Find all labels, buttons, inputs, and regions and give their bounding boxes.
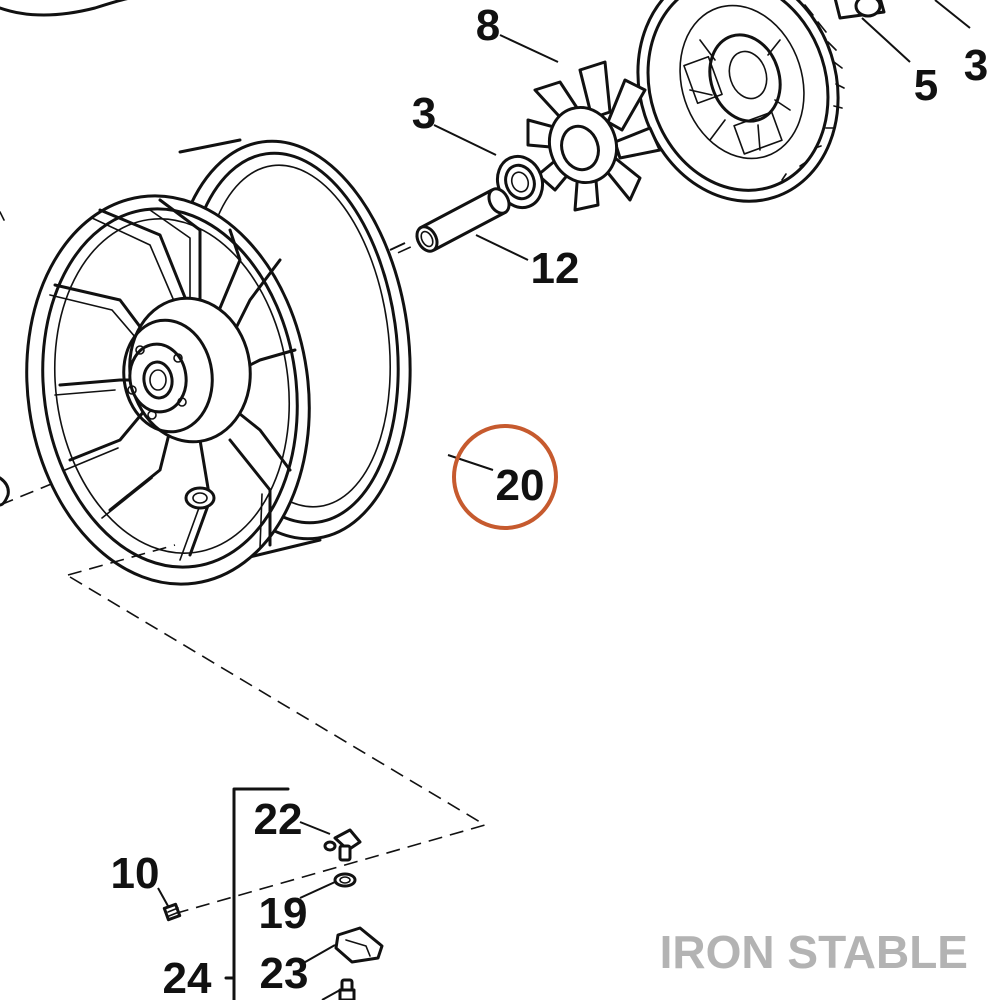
o-ring <box>333 872 357 888</box>
partial-outline-top-left <box>0 0 128 17</box>
partial-outline-left <box>0 476 10 507</box>
watermark: IRON STABLE <box>660 926 968 978</box>
spacer-tube <box>415 187 511 253</box>
bearing <box>495 154 545 210</box>
assembly-bracket <box>224 787 290 1000</box>
part-label-8: 8 <box>476 1 500 50</box>
valve-stem <box>323 828 362 862</box>
part-label-12: 12 <box>531 244 580 293</box>
leader-lines <box>157 0 971 1000</box>
cooling-fan <box>526 60 662 212</box>
part-label-19: 19 <box>259 889 308 938</box>
part-label-3-right: 3 <box>964 41 988 90</box>
part-label-22: 22 <box>254 795 303 844</box>
part-label-3-upper: 3 <box>412 89 436 138</box>
tpms-sensor <box>334 926 384 1000</box>
part-label-20: 20 <box>496 461 545 510</box>
pulley-sprocket <box>636 0 886 203</box>
nut <box>162 902 182 922</box>
part-label-24: 24 <box>163 954 212 1000</box>
rear-wheel <box>25 138 487 916</box>
part-label-10: 10 <box>111 849 160 898</box>
highlight-circle-part-20 <box>452 424 558 530</box>
part-label-5: 5 <box>914 61 938 110</box>
part-label-23: 23 <box>260 949 309 998</box>
